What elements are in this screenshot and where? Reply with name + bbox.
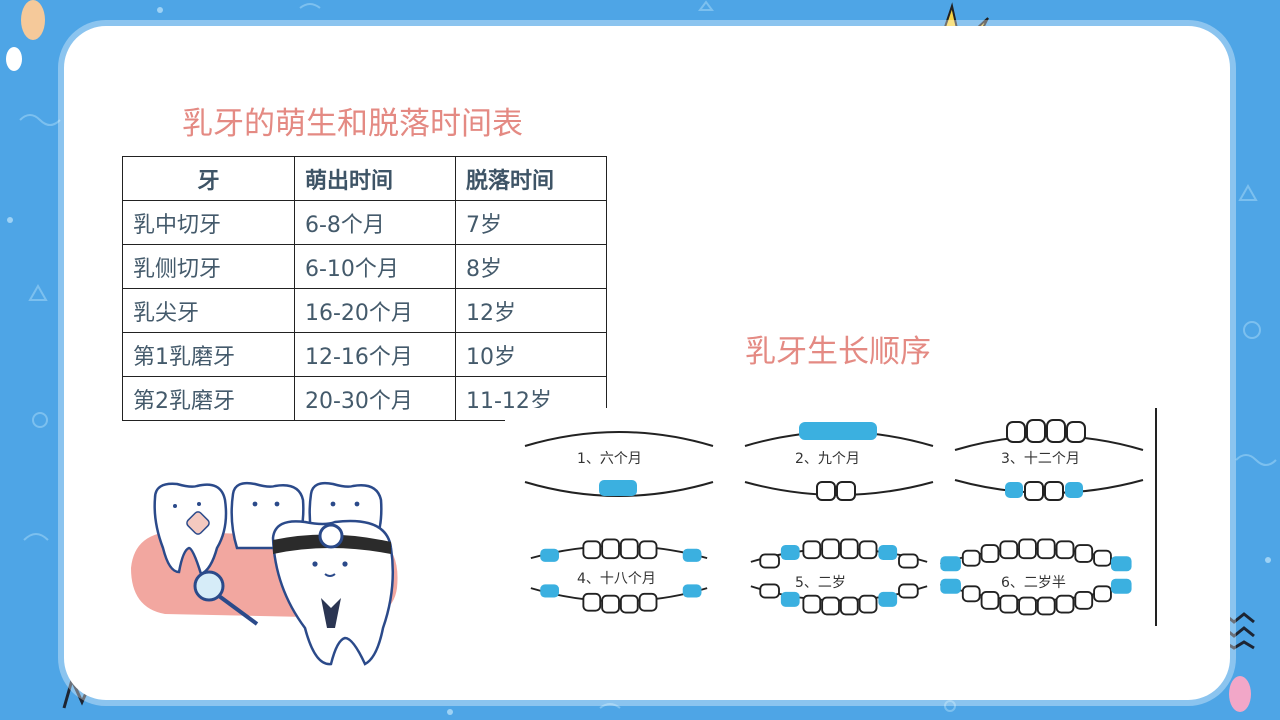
table-header-row: 牙 萌出时间 脱落时间: [122, 156, 607, 201]
eruption-order-diagram: 1、六个月 2、九个月 3、十二个月: [505, 408, 1157, 626]
stage-6-illustration: [940, 538, 1132, 616]
table-row: 乳侧切牙 6-10个月 8岁: [122, 244, 607, 289]
stage-3-illustration: [954, 419, 1144, 501]
diagram-border: [1155, 408, 1157, 626]
order-title: 乳牙生长顺序: [745, 334, 931, 370]
cell-shedding: 10岁: [455, 332, 607, 377]
cell-eruption: 16-20个月: [294, 288, 456, 333]
cell-eruption: 20-30个月: [294, 376, 456, 421]
table-row: 乳中切牙 6-8个月 7岁: [122, 200, 607, 245]
stage-2-illustration: [744, 422, 934, 501]
cell-tooth: 第2乳磨牙: [122, 376, 295, 421]
cell-shedding: 12岁: [455, 288, 607, 333]
cell-eruption: 6-10个月: [294, 244, 456, 289]
stage-1-illustration: [524, 431, 714, 497]
stage-6-label: 6、二岁半: [1001, 575, 1066, 591]
yellow-balloon-decoration: [21, 0, 45, 40]
stage-4-illustration: [530, 538, 708, 614]
header-shedding: 脱落时间: [455, 156, 607, 201]
header-eruption: 萌出时间: [294, 156, 456, 201]
stage-3-label: 3、十二个月: [1001, 451, 1080, 467]
table-row: 第1乳磨牙 12-16个月 10岁: [122, 332, 607, 377]
header-tooth: 牙: [122, 156, 295, 201]
cell-tooth: 第1乳磨牙: [122, 332, 295, 377]
cell-tooth: 乳尖牙: [122, 288, 295, 333]
cell-tooth: 乳侧切牙: [122, 244, 295, 289]
eruption-table: 牙 萌出时间 脱落时间 乳中切牙 6-8个月 7岁 乳侧切牙 6-10个月 8岁…: [122, 156, 607, 421]
cell-shedding: 8岁: [455, 244, 607, 289]
cell-eruption: 12-16个月: [294, 332, 456, 377]
stage-2-label: 2、九个月: [795, 451, 860, 467]
stage-1-label: 1、六个月: [577, 451, 642, 467]
stage-4-label: 4、十八个月: [577, 571, 656, 587]
stage-5-label: 5、二岁: [795, 575, 846, 591]
cell-tooth: 乳中切牙: [122, 200, 295, 245]
white-balloon-decoration: [6, 47, 22, 71]
table-row: 乳尖牙 16-20个月 12岁: [122, 288, 607, 333]
table-title: 乳牙的萌生和脱落时间表: [182, 106, 523, 142]
pink-balloon-decoration: [1229, 676, 1251, 712]
cell-shedding: 7岁: [455, 200, 607, 245]
tooth-doctor-illustration: [131, 481, 398, 666]
cell-eruption: 6-8个月: [294, 200, 456, 245]
stage-5-illustration: [750, 538, 928, 616]
